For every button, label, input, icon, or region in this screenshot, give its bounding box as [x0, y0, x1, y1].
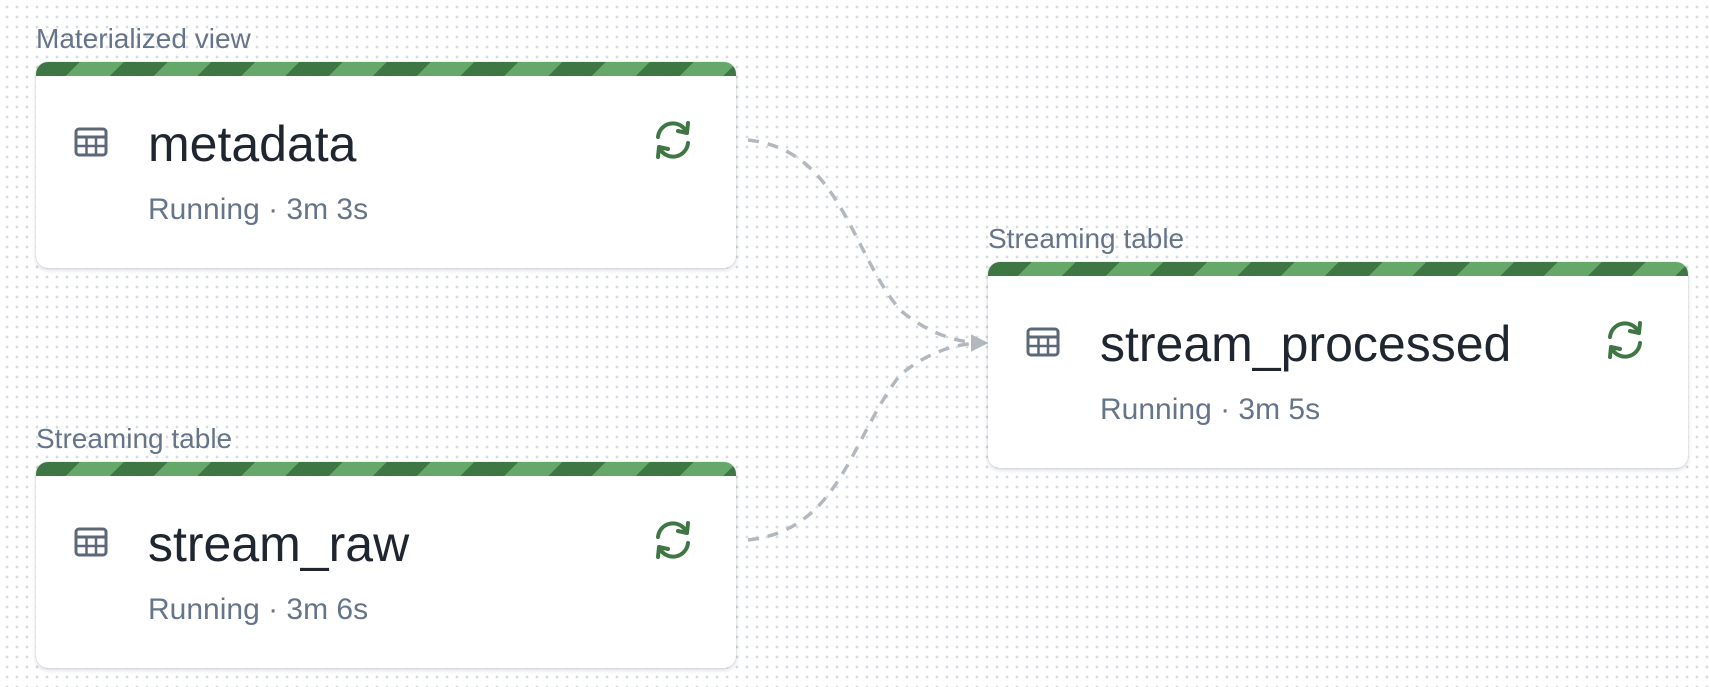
node-name: stream_processed	[1100, 316, 1512, 372]
edge-stream-raw-to-stream-processed	[747, 334, 989, 542]
node-status: Running · 3m 6s	[148, 593, 369, 626]
node-card[interactable]: metadata Running · 3m 3s	[36, 62, 736, 268]
refresh-icon[interactable]	[651, 118, 695, 162]
node-type-label: Streaming table	[988, 223, 1185, 254]
table-icon	[74, 127, 108, 157]
table-icon	[1026, 327, 1060, 357]
refresh-icon[interactable]	[651, 518, 695, 562]
running-status-bar	[988, 262, 1688, 276]
node-type-label: Streaming table	[36, 423, 233, 454]
node-card[interactable]: stream_raw Running · 3m 6s	[36, 462, 736, 668]
node-status: Running · 3m 3s	[148, 193, 369, 226]
refresh-icon[interactable]	[1603, 318, 1647, 362]
node-name: stream_raw	[148, 516, 410, 572]
edge-metadata-to-stream-processed	[747, 138, 989, 352]
running-status-bar	[36, 62, 736, 76]
node-status: Running · 3m 5s	[1100, 393, 1321, 426]
table-icon	[74, 527, 108, 557]
running-status-bar	[36, 462, 736, 476]
node-card[interactable]: stream_processed Running · 3m 5s	[988, 262, 1688, 468]
node-type-label: Materialized view	[36, 23, 251, 54]
node-name: metadata	[148, 116, 357, 172]
